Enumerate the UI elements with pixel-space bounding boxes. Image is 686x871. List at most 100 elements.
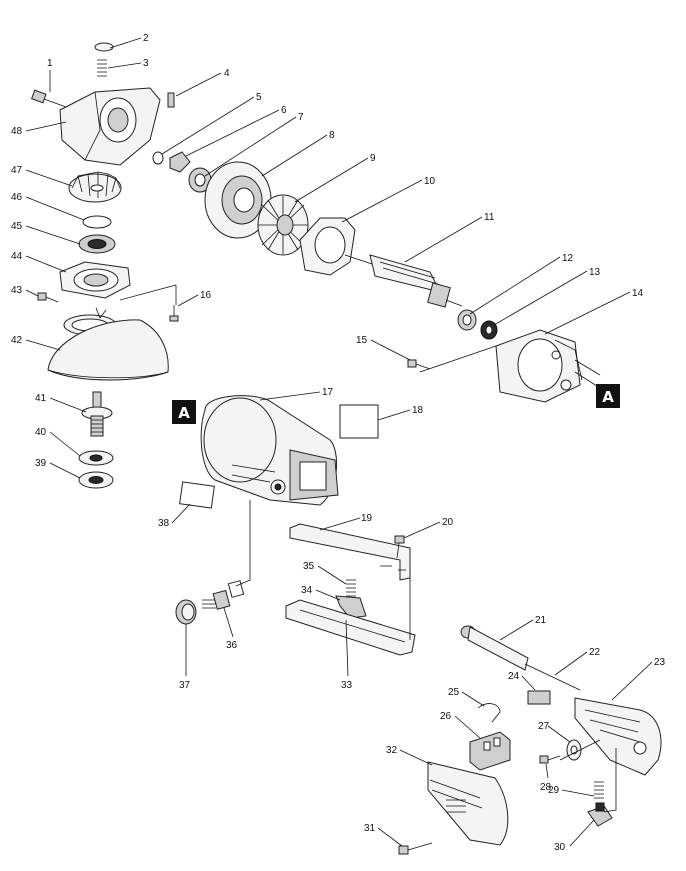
- part-switch-rod-33: [285, 599, 416, 656]
- reference-mark-a-left-text: A: [178, 404, 190, 422]
- part-clamp-27: [566, 739, 582, 761]
- part-handle-cover-32: [427, 761, 509, 846]
- part-label-27: 27: [538, 721, 550, 732]
- part-lock-nut-39: [78, 471, 114, 489]
- part-label-21: 21: [535, 615, 547, 626]
- part-label-18: 18: [412, 405, 424, 416]
- part-pinion-6: [169, 151, 191, 173]
- part-label-8: 8: [329, 130, 335, 141]
- part-label-20: 20: [442, 517, 454, 528]
- part-baffle-10: [299, 217, 356, 276]
- part-label-23: 23: [654, 657, 666, 668]
- connection-lines: [119, 284, 617, 813]
- part-label-26: 26: [440, 711, 452, 722]
- part-label-30: 30: [554, 842, 566, 853]
- part-label-13: 13: [589, 267, 601, 278]
- part-handle-23: [574, 697, 662, 776]
- part-label-14: 14: [632, 288, 644, 299]
- part-cap-2: [94, 42, 114, 52]
- part-screw-43: [37, 292, 59, 303]
- part-motor-housing-17: [200, 395, 339, 506]
- part-bearing-45: [78, 234, 116, 254]
- part-label-24: 24: [508, 671, 520, 682]
- part-switch-lever-19: [289, 523, 411, 581]
- part-screw-28: [539, 755, 561, 764]
- part-label-5: 5: [256, 92, 262, 103]
- part-label-2: 2: [143, 33, 149, 44]
- part-flange-40: [78, 450, 114, 466]
- part-label-7: 7: [298, 112, 304, 123]
- part-label-25: 25: [448, 687, 460, 698]
- part-clip-25: [477, 703, 501, 723]
- part-label-42: 42: [11, 335, 23, 346]
- part-wheel-guard-42: [47, 319, 169, 381]
- part-label-31: 31: [364, 823, 376, 834]
- part-label-11: 11: [484, 212, 495, 223]
- part-block-24: [527, 690, 551, 705]
- part-label-6: 6: [281, 105, 287, 116]
- part-ring-5: [152, 151, 164, 165]
- part-label-39: 39: [35, 458, 47, 469]
- reference-mark-a-right-text: A: [602, 388, 614, 406]
- part-bearing-box-44: [59, 261, 131, 299]
- part-label-38: [179, 481, 215, 509]
- part-label-33: 33: [341, 680, 353, 691]
- part-label-16: 16: [200, 290, 212, 301]
- part-gear-housing-48: [59, 87, 161, 166]
- part-label-35: 35: [303, 561, 315, 572]
- part-carbon-brush-36: [202, 580, 245, 610]
- part-label-9: 9: [370, 153, 376, 164]
- part-switch-26: [469, 731, 511, 771]
- part-label-18: [339, 404, 379, 439]
- part-screw-16: [169, 305, 179, 322]
- part-fan-9: [257, 194, 309, 256]
- part-bearing-12: [457, 309, 477, 331]
- part-label-46: 46: [11, 192, 23, 203]
- part-label-41: 41: [35, 393, 47, 404]
- part-label-12: 12: [562, 253, 574, 264]
- part-lock-lever-34: [335, 595, 367, 619]
- part-label-45: 45: [11, 221, 23, 232]
- reference-mark-a-right: A: [596, 384, 620, 408]
- part-armature-11: [344, 254, 463, 308]
- part-cord-22: [524, 663, 581, 691]
- part-label-15: 15: [356, 335, 368, 346]
- part-bevel-gear-47: [68, 171, 122, 203]
- part-spring-35: [346, 579, 356, 597]
- part-pin-4: [167, 92, 175, 108]
- leader-lines: [25, 37, 653, 847]
- part-drawings: [31, 42, 662, 855]
- part-label-43: 43: [11, 285, 23, 296]
- part-screw-31: [398, 842, 433, 855]
- part-spring-3: [97, 59, 107, 77]
- part-label-48: 48: [11, 126, 23, 137]
- part-field-14: [495, 329, 601, 403]
- part-ring-13: [480, 320, 498, 340]
- part-spring-29: [594, 781, 604, 799]
- part-label-38: 38: [158, 518, 170, 529]
- part-label-40: 40: [35, 427, 47, 438]
- part-spindle-41: [81, 391, 113, 437]
- part-button-30: [587, 802, 613, 827]
- part-label-10: 10: [424, 176, 436, 187]
- part-label-36: 36: [226, 640, 238, 651]
- part-label-28: 28: [540, 782, 552, 793]
- part-brush-cap-37: [175, 599, 197, 625]
- part-label-32: 32: [386, 745, 398, 756]
- part-label-17: 17: [322, 387, 334, 398]
- part-screw-1: [31, 89, 67, 108]
- part-label-4: 4: [224, 68, 230, 79]
- reference-mark-a-left: A: [172, 400, 196, 424]
- part-screw-15: [407, 359, 431, 370]
- part-label-47: 47: [11, 165, 23, 176]
- part-label-1: 1: [47, 58, 53, 69]
- part-strain-relief-21: [460, 625, 529, 671]
- part-label-19: 19: [361, 513, 373, 524]
- part-number-labels: 1 2 3 4 5 6 7 8 9 10 11 12 13 14 15 16 1…: [11, 33, 666, 853]
- part-screw-20: [394, 535, 405, 559]
- part-label-34: 34: [301, 585, 313, 596]
- part-label-37: 37: [179, 680, 191, 691]
- part-ring-46: [82, 215, 112, 229]
